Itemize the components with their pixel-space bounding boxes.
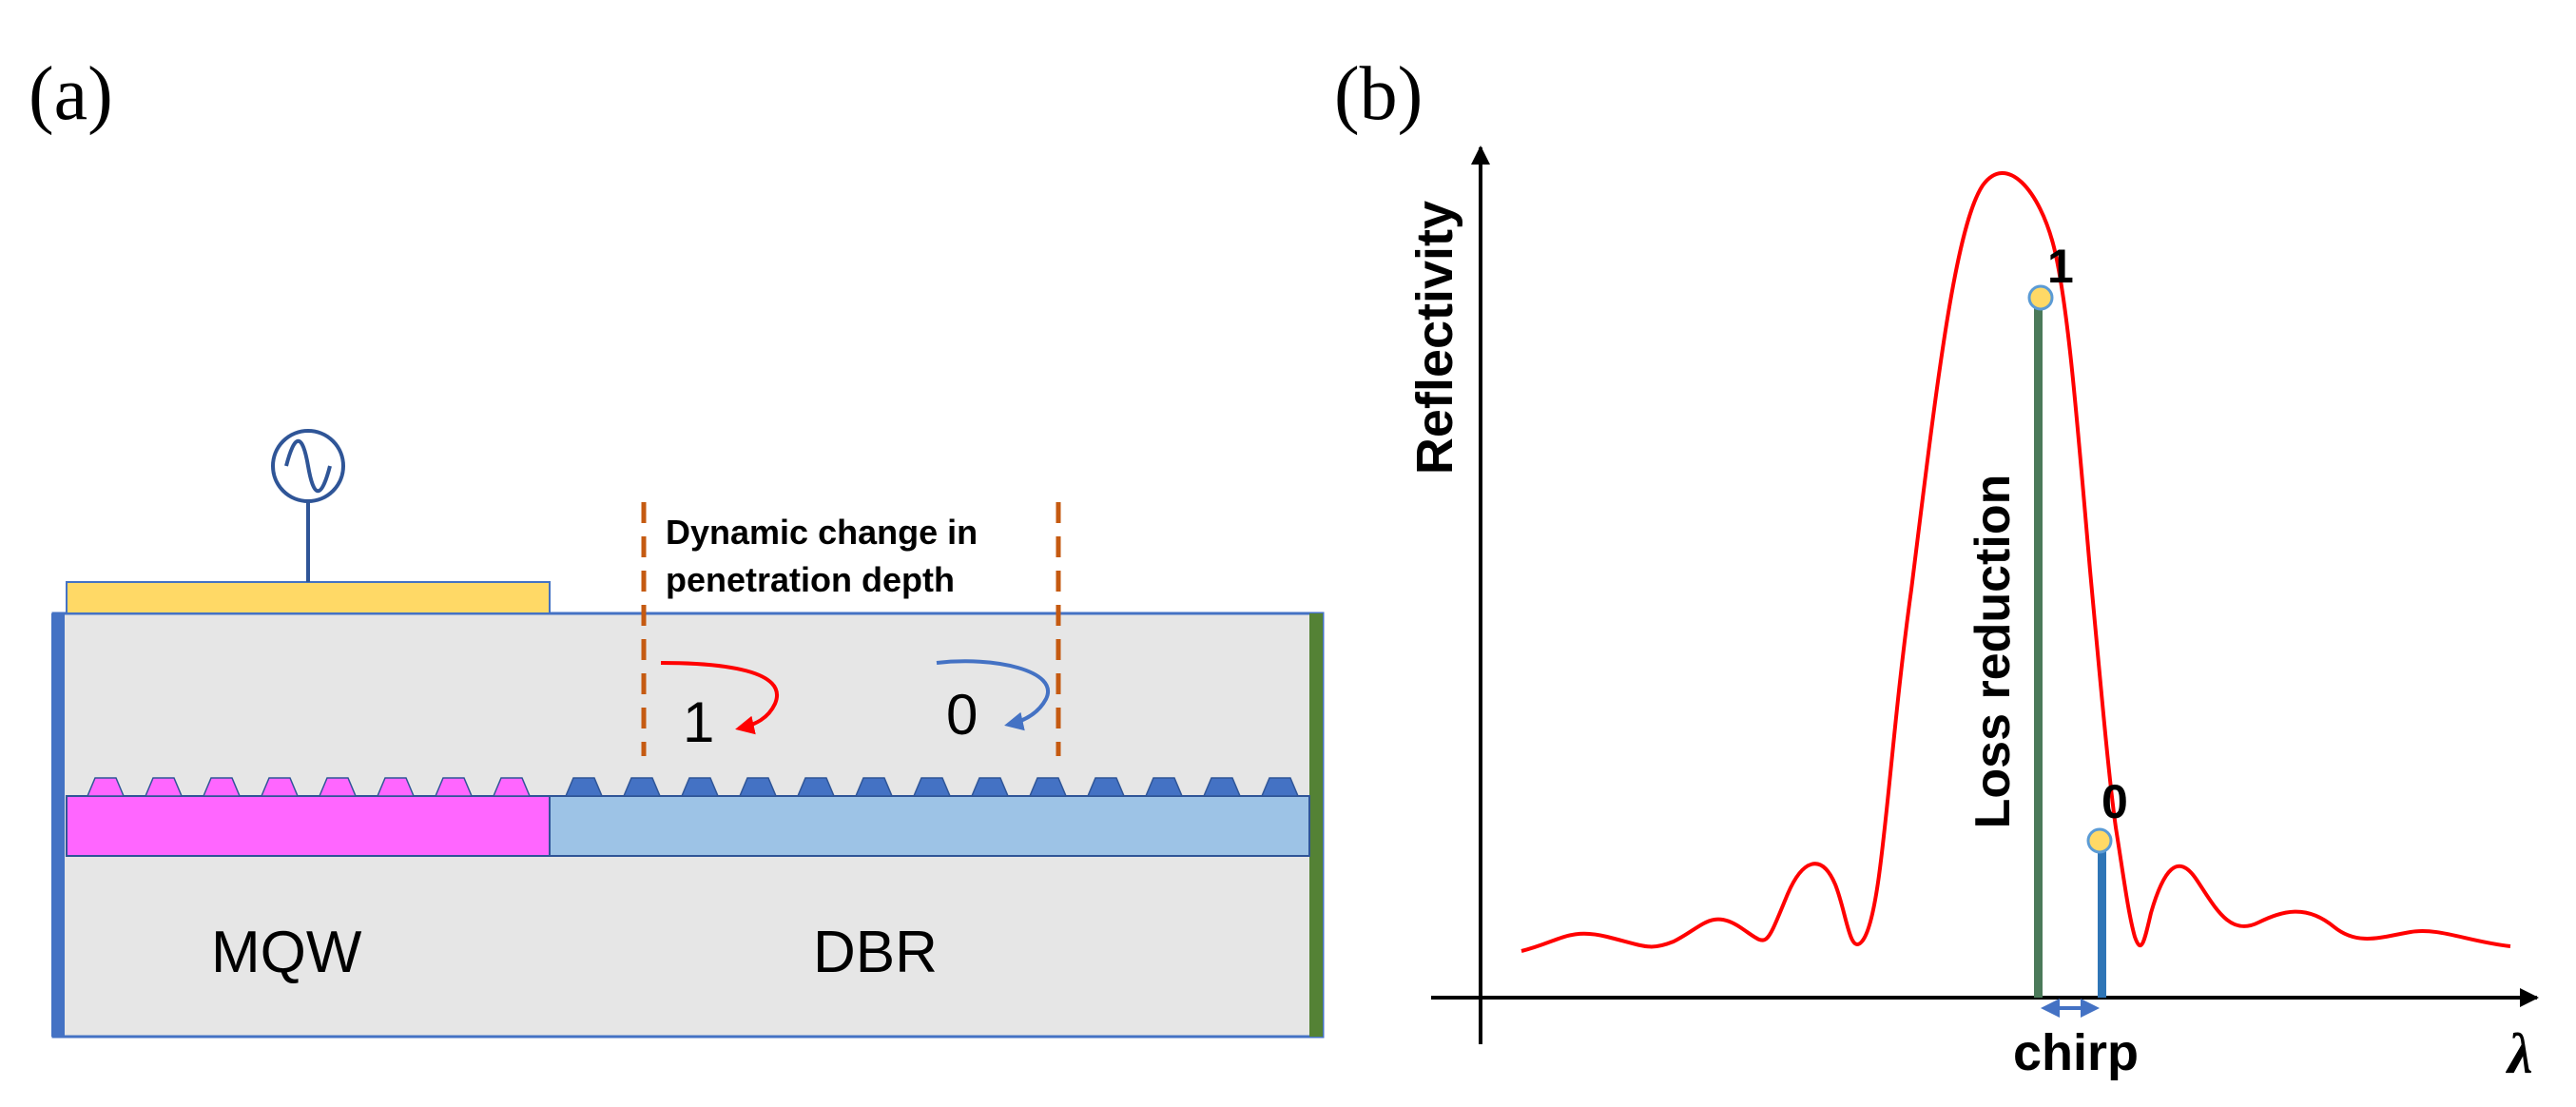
point-zero-label: 0 (2101, 775, 2128, 828)
mqw-layer (66, 795, 551, 857)
loss-reduction-label: Loss reduction (1966, 475, 2021, 829)
state-zero-label: 0 (946, 683, 978, 747)
dbr-grating-tooth (1260, 777, 1300, 797)
panel-b: (b) Reflectivity λ 1 0 Loss reduction ch… (1334, 52, 2539, 1085)
mqw-label: MQW (211, 920, 362, 985)
mqw-grating-tooth (86, 777, 126, 797)
top-contact (66, 581, 551, 614)
dbr-grating-tooth (1028, 777, 1068, 797)
dbr-grating-tooth (854, 777, 894, 797)
y-axis-label: Reflectivity (1406, 201, 1463, 475)
penetration-annotation-line2: penetration depth (666, 560, 955, 599)
loss-reduction-bar (2034, 298, 2043, 998)
state-zero-arrow (936, 659, 1050, 731)
dbr-grating-tooth (970, 777, 1010, 797)
panel-b-label: (b) (1334, 52, 1423, 136)
ac-voltage-source-icon (271, 429, 345, 503)
panel-a-label: (a) (29, 52, 113, 136)
chirp-label: chirp (2013, 1024, 2139, 1081)
state-one-label: 1 (683, 690, 714, 754)
dbr-grating-tooth (796, 777, 836, 797)
dbr-grating-tooth (680, 777, 720, 797)
panel-a: (a) Dynamic change in penetration depth (29, 52, 1325, 1039)
left-facet (51, 613, 65, 1037)
mqw-grating-tooth (434, 777, 474, 797)
right-facet (1309, 613, 1323, 1037)
penetration-annotation-line1: Dynamic change in (666, 513, 978, 552)
dbr-label: DBR (813, 920, 938, 985)
state-one-arrow (660, 661, 779, 735)
mqw-grating-tooth (492, 777, 532, 797)
zero-state-bar (2098, 841, 2106, 998)
point-one-label: 1 (2047, 240, 2074, 293)
x-axis-label: λ (2505, 1022, 2533, 1085)
dbr-grating-tooth (912, 777, 952, 797)
dbr-grating (564, 777, 1300, 797)
mqw-grating-tooth (260, 777, 300, 797)
mqw-grating-tooth (376, 777, 416, 797)
dbr-layer (549, 795, 1310, 857)
dbr-grating-tooth (622, 777, 662, 797)
point-zero-marker (2086, 827, 2113, 854)
mqw-grating-tooth (202, 777, 242, 797)
dbr-grating-tooth (1144, 777, 1184, 797)
dbr-grating-tooth (1086, 777, 1126, 797)
dbr-grating-tooth (738, 777, 778, 797)
mqw-grating-tooth (144, 777, 184, 797)
reflectivity-curve (1520, 171, 2511, 953)
dbr-grating-tooth (1202, 777, 1242, 797)
point-one-marker (2027, 284, 2054, 311)
dbr-grating-tooth (564, 777, 604, 797)
mqw-grating-tooth (318, 777, 358, 797)
mqw-grating (86, 777, 532, 797)
